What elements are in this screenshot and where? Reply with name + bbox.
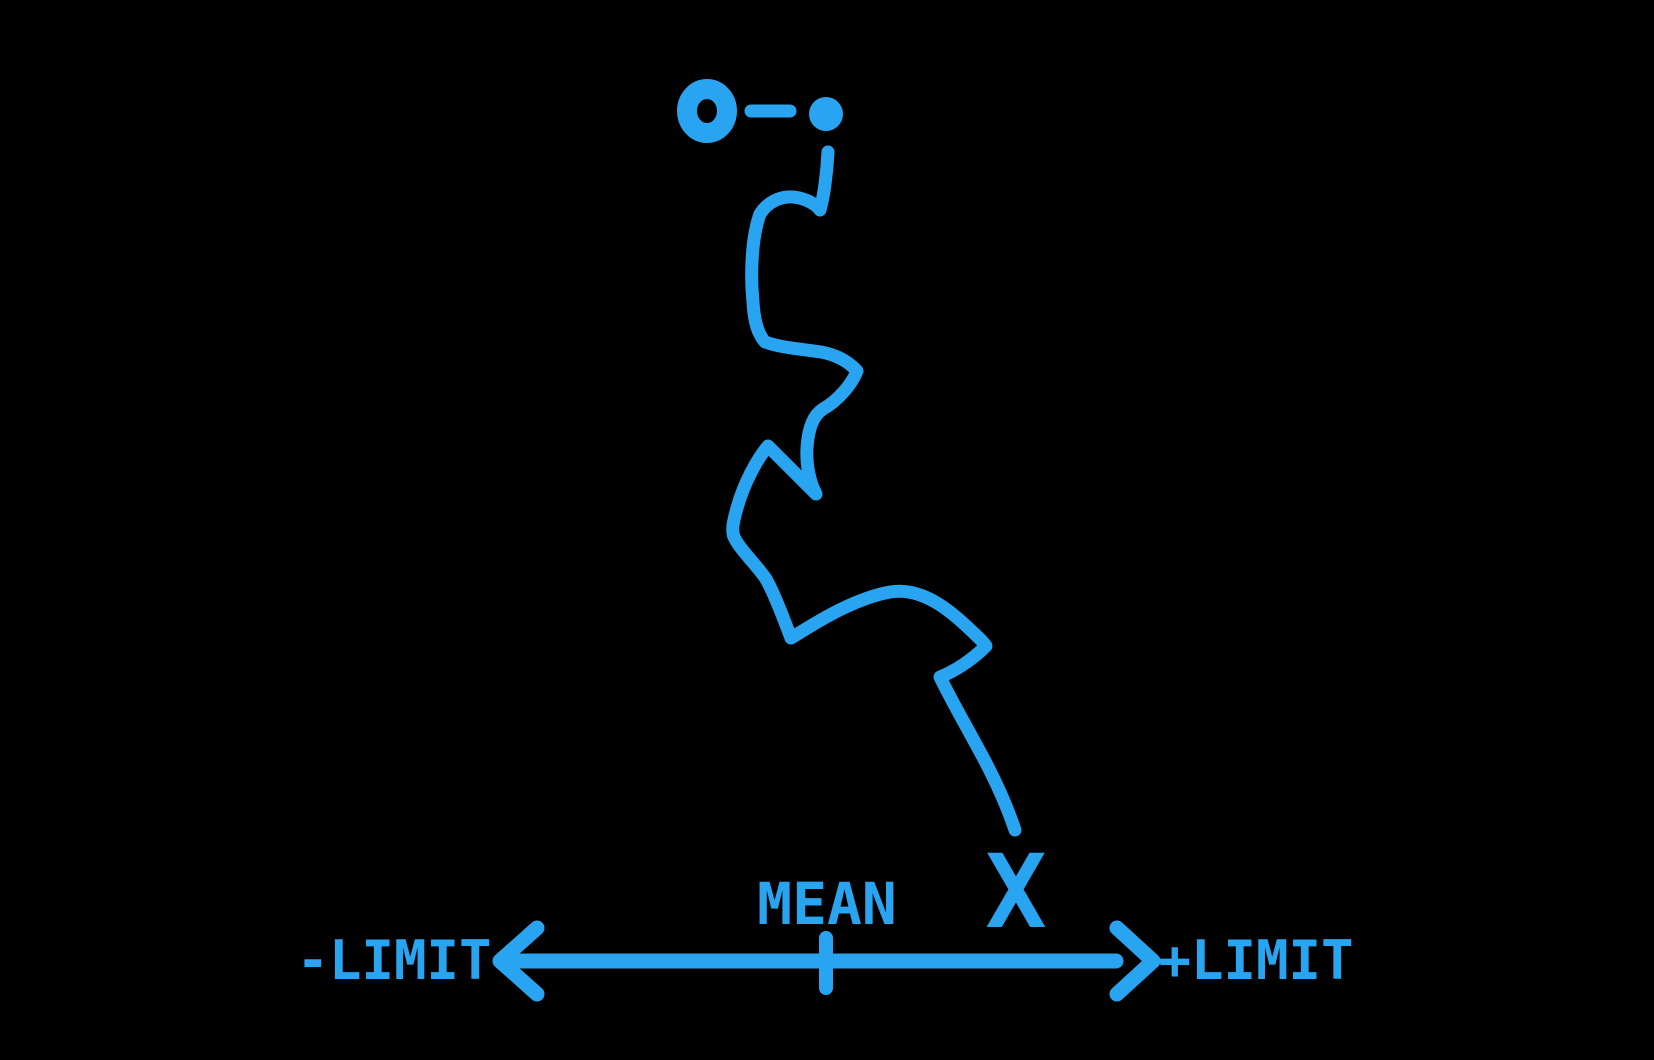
right-arrowhead-icon [1109, 920, 1161, 1002]
dot-icon [809, 97, 843, 131]
limit-axis [492, 920, 1161, 1002]
random-walk-path [726, 145, 1022, 837]
negative-limit-label: -LIMIT [296, 929, 492, 992]
circle-outline-icon [677, 79, 737, 143]
x-label: X [985, 833, 1047, 952]
left-arrowhead-icon [492, 920, 545, 1002]
mean-label: MEAN [757, 870, 897, 938]
positive-limit-label: +LIMIT [1158, 929, 1354, 992]
